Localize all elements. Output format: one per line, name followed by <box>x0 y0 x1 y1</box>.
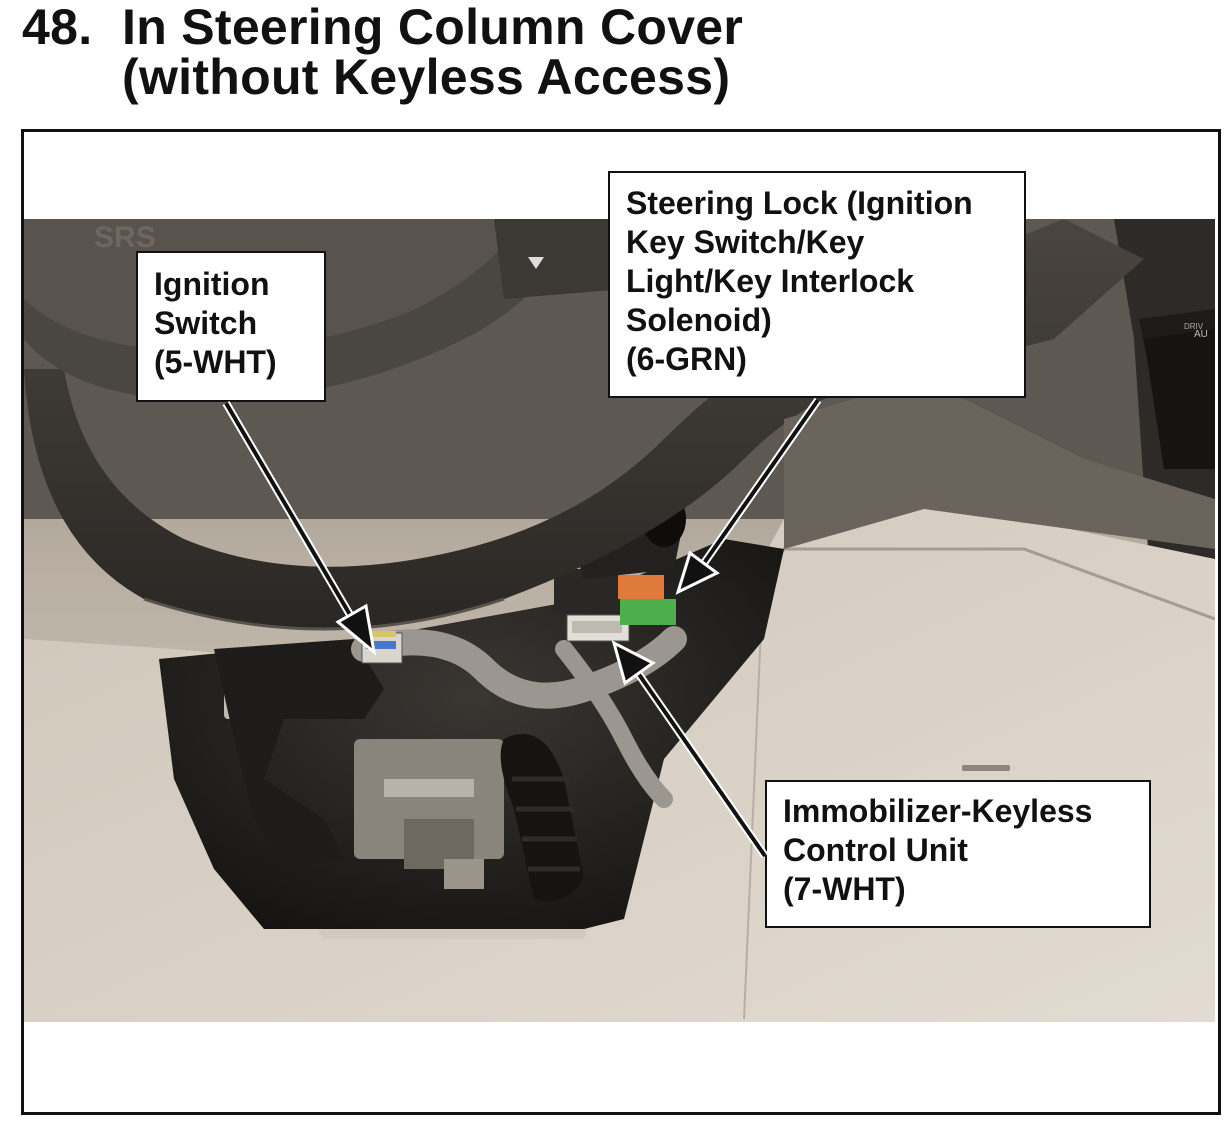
ignition-connector-blue <box>366 641 396 649</box>
steering-lock-connector-orange <box>614 575 664 599</box>
title-line-2: (without Keyless Access) <box>122 49 731 105</box>
callout-steering-line-3: Light/Key Interlock <box>626 263 915 299</box>
callout-steering-line-4: Solenoid) <box>626 302 772 338</box>
callout-steering-lock: Steering Lock (Ignition Key Switch/Key L… <box>608 171 1026 398</box>
callout-ignition-switch: Ignition Switch (5-WHT) <box>136 251 326 402</box>
callout-steering-line-2: Key Switch/Key <box>626 224 865 260</box>
trim-piece <box>214 639 384 869</box>
title-line-1: In Steering Column Cover <box>122 0 744 55</box>
drive-label: DRIV <box>1184 322 1204 331</box>
steering-lock-connector-green <box>620 599 676 625</box>
srs-label: SRS <box>94 221 156 254</box>
callout-ignition-line-1: Ignition <box>154 266 270 302</box>
callout-immobilizer: Immobilizer-Keyless Control Unit (7-WHT) <box>765 780 1151 928</box>
callout-ignition-line-3: (5-WHT) <box>154 344 277 380</box>
callout-steering-line-1: Steering Lock (Ignition <box>626 185 973 221</box>
callout-immob-line-1: Immobilizer-Keyless <box>783 793 1093 829</box>
callout-immob-line-2: Control Unit <box>783 832 968 868</box>
callout-ignition-line-2: Switch <box>154 305 258 341</box>
callout-steering-line-5: (6-GRN) <box>626 341 747 377</box>
au-label: AU <box>1194 329 1208 340</box>
section-number: 48. <box>22 0 93 55</box>
callout-immob-line-3: (7-WHT) <box>783 871 906 907</box>
